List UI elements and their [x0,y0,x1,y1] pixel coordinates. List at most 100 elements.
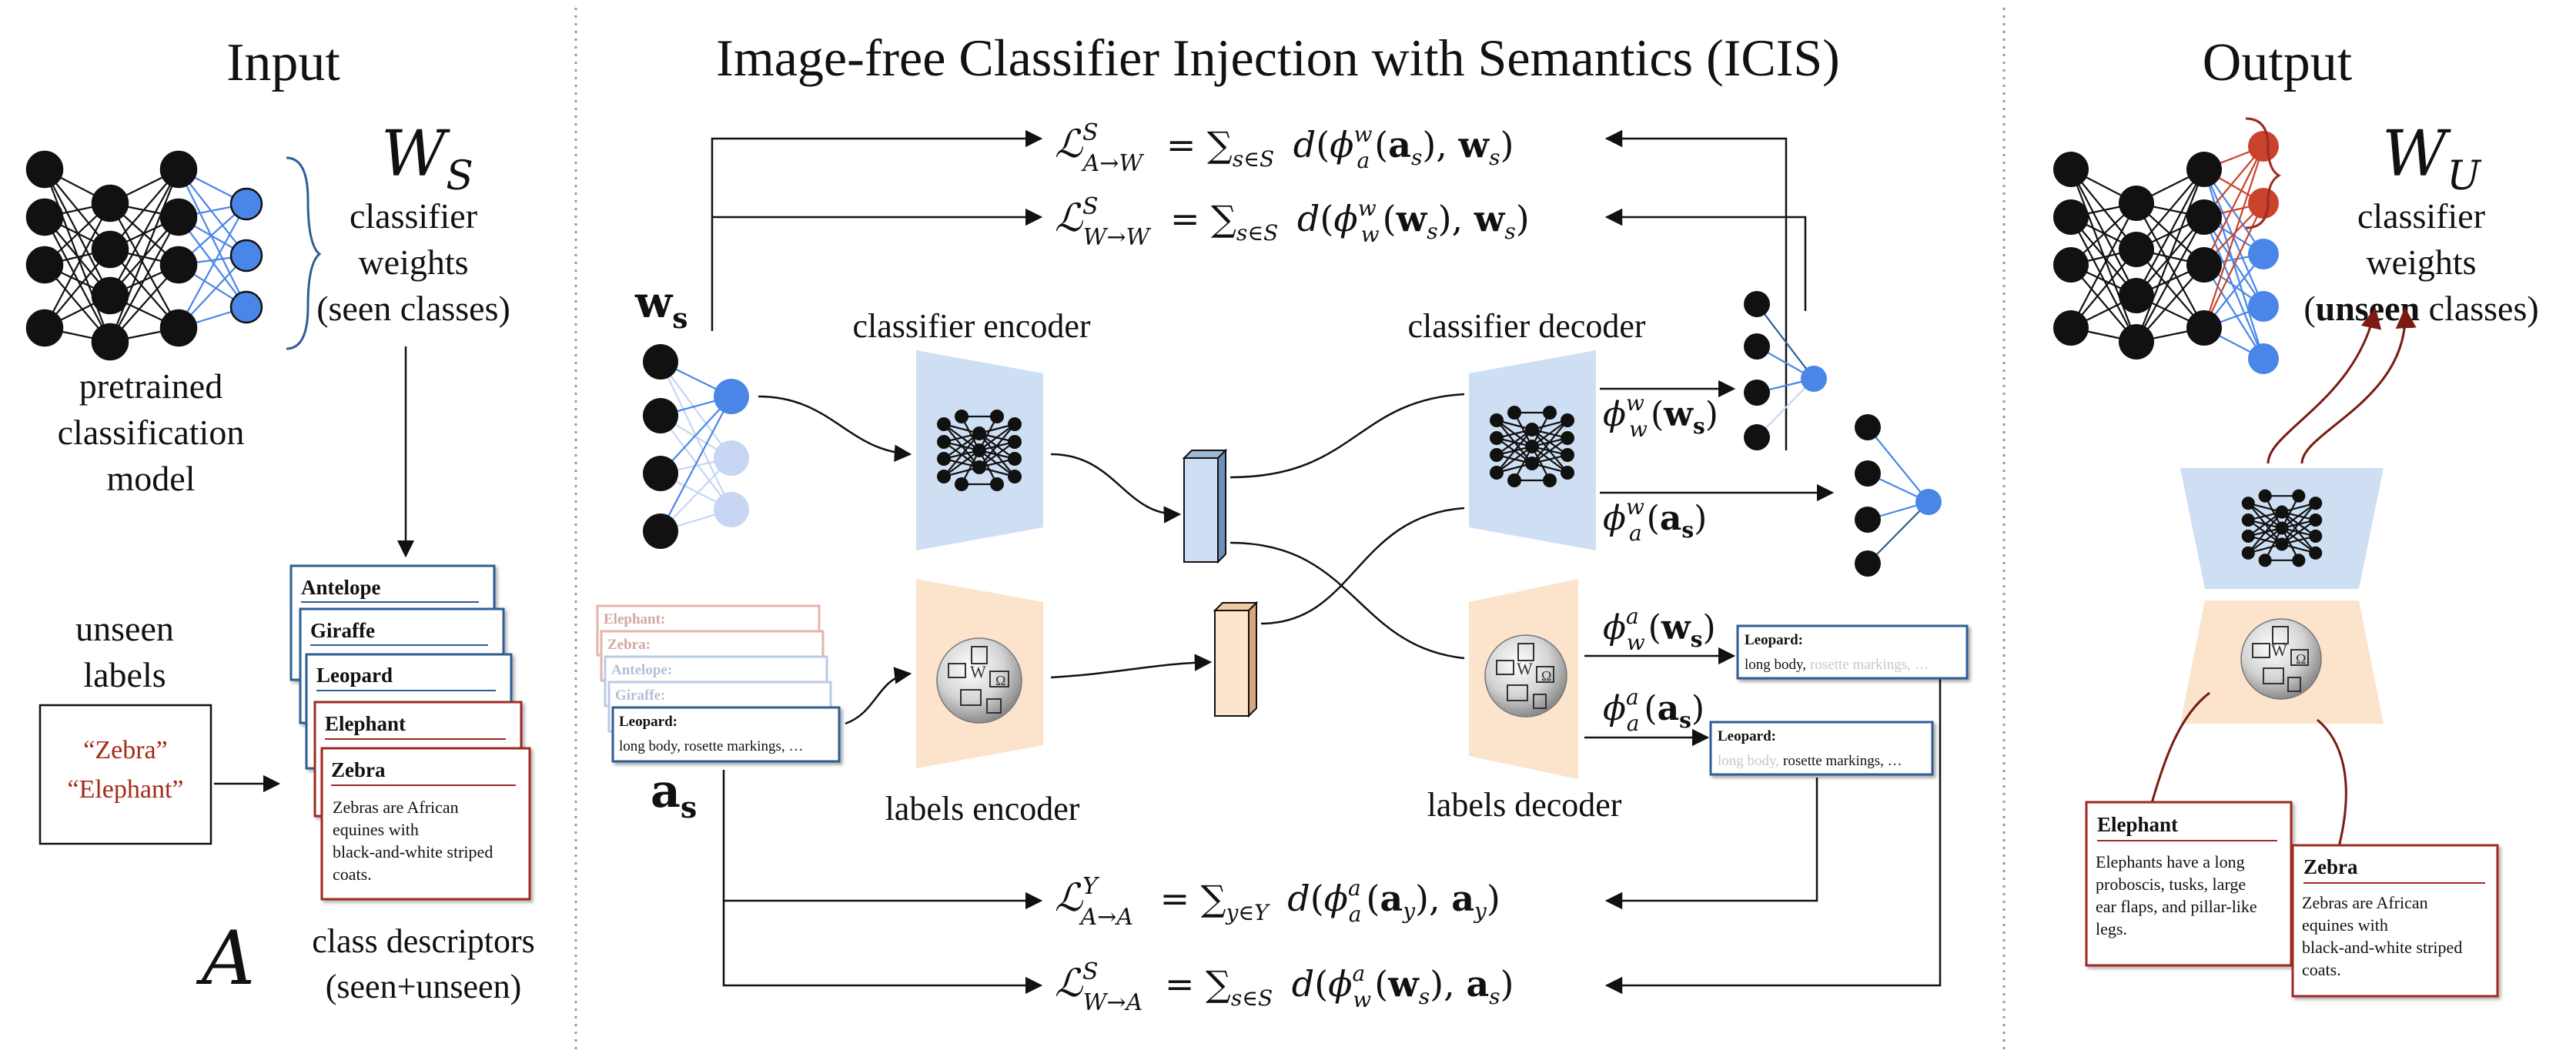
augmented-classifier-network [2053,131,2279,374]
network-node [2119,278,2154,313]
labels-decoder-label: labels decoder [1427,786,1622,824]
network-edge [2136,202,2205,329]
network-edge [2203,216,2264,307]
network-node [2053,247,2089,283]
network-edge [660,361,732,459]
network-edge [2264,495,2300,561]
network-node [2248,131,2279,162]
network-edge [109,216,179,343]
latent-vector-weights [1182,448,1228,564]
svg-text:Zebras are African: Zebras are African [333,798,459,817]
network-node [2275,537,2289,551]
network-node [2186,152,2222,187]
network-node [2309,513,2323,527]
network-node [2292,489,2306,503]
network-edge [44,202,111,329]
network-node [159,198,198,236]
unseen-caption-2: labels [83,655,166,694]
wikipedia-globe-icon: W Ω [2240,618,2322,700]
network-node [1008,470,1022,483]
network-edge [2247,527,2283,554]
network-node [1008,417,1022,431]
network-edge [1531,420,1568,447]
svg-text:Leopard:: Leopard: [619,714,677,730]
network-node [25,198,64,236]
network-node [1855,507,1881,533]
a-caption-2: (seen+unseen) [326,968,521,1005]
network-node [91,276,129,315]
wu-symbol: WU [2382,118,2482,199]
model-caption-1: pretrained [79,366,222,406]
network-node [990,477,1004,491]
network-edge [1756,303,1815,380]
network-edge [2203,146,2265,329]
svg-text:Leopard: Leopard [316,664,393,687]
descriptor-card-zebra: Zebra Zebras are African equines with bl… [320,747,531,901]
network-node [1855,414,1881,440]
network-node [955,477,969,491]
network-node [2186,247,2222,283]
classifier-decoder [1469,350,1596,550]
predicted-weights-network [1855,414,1942,577]
network-node [643,398,678,433]
pretrained-network [25,150,263,361]
network-edge [2203,146,2264,266]
svg-text:coats.: coats. [333,865,372,884]
svg-text:ℒSW→W = ∑s∈S d(ϕww(ws), ws): ℒSW→W = ∑s∈S d(ϕww(ws), ws) [1055,193,1530,251]
network-node [2248,188,2279,219]
network-edge [109,169,179,296]
stack-card-leopard: Leopard: long body, rosette markings, … [611,706,841,763]
network-node [937,417,951,431]
decoded-card-from-weights: Leopard: long body,rosette markings, … [1736,624,1969,680]
svg-text:black-and-white striped: black-and-white striped [2302,938,2462,957]
output-title: Output [2203,33,2353,92]
network-node [159,309,198,347]
network-edge [2203,264,2264,360]
unseen-weights-brace [2245,117,2282,229]
network-node [25,246,64,284]
network-node [2186,310,2222,346]
svg-text:ear flaps, and pillar-like: ear flaps, and pillar-like [2096,897,2257,916]
wu-caption-3: (unseen classes) [2303,289,2538,328]
network-node [2248,343,2279,374]
input-title: Input [226,33,340,92]
network-node [2053,310,2089,346]
network-edge [178,203,247,329]
network-node [1008,452,1022,466]
svg-text:Leopard:: Leopard: [1718,728,1776,744]
network-node [714,440,749,476]
network-edge [961,416,998,485]
svg-text:legs.: legs. [2096,919,2127,938]
network-edge [1867,501,1929,564]
network-node [643,344,678,380]
svg-text:Elephant: Elephant [325,712,406,735]
svg-text:ℒSA→W = ∑s∈S d(ϕwa(as), ws): ℒSA→W = ∑s∈S d(ϕwa(as), ws) [1055,119,1514,177]
center-card-stack: Elephant: Zebra: Antelope: Giraffe: Leop… [596,604,841,763]
network-node [937,470,951,483]
svg-text:Zebra:: Zebra: [607,637,651,653]
network-edge [2136,169,2205,296]
network-node [2241,546,2255,560]
svg-text:Leopard:: Leopard: [1745,632,1803,648]
svg-text:Antelope:: Antelope: [611,662,672,678]
svg-text:long body, rosette markings, …: long body, rosette markings, … [619,738,803,754]
classifier-encoder [916,350,1043,550]
network-node [1525,423,1539,437]
flow-curves [758,380,1835,747]
wikipedia-globe-icon: W Ω [1484,634,1567,717]
seen-weights-brace [286,156,322,350]
network-edge [2136,216,2205,343]
network-node [1855,460,1881,487]
network-edge [2203,216,2265,360]
network-edge [178,169,247,308]
network-edge [1514,412,1551,481]
network-node [1801,366,1827,392]
network-node [2119,232,2154,267]
network-node [1008,435,1022,449]
network-node [1543,473,1557,487]
svg-text:W: W [2271,641,2287,660]
network-node [2258,554,2272,567]
classifier-decoder-label: classifier decoder [1407,307,1645,345]
network-node [2053,199,2089,235]
